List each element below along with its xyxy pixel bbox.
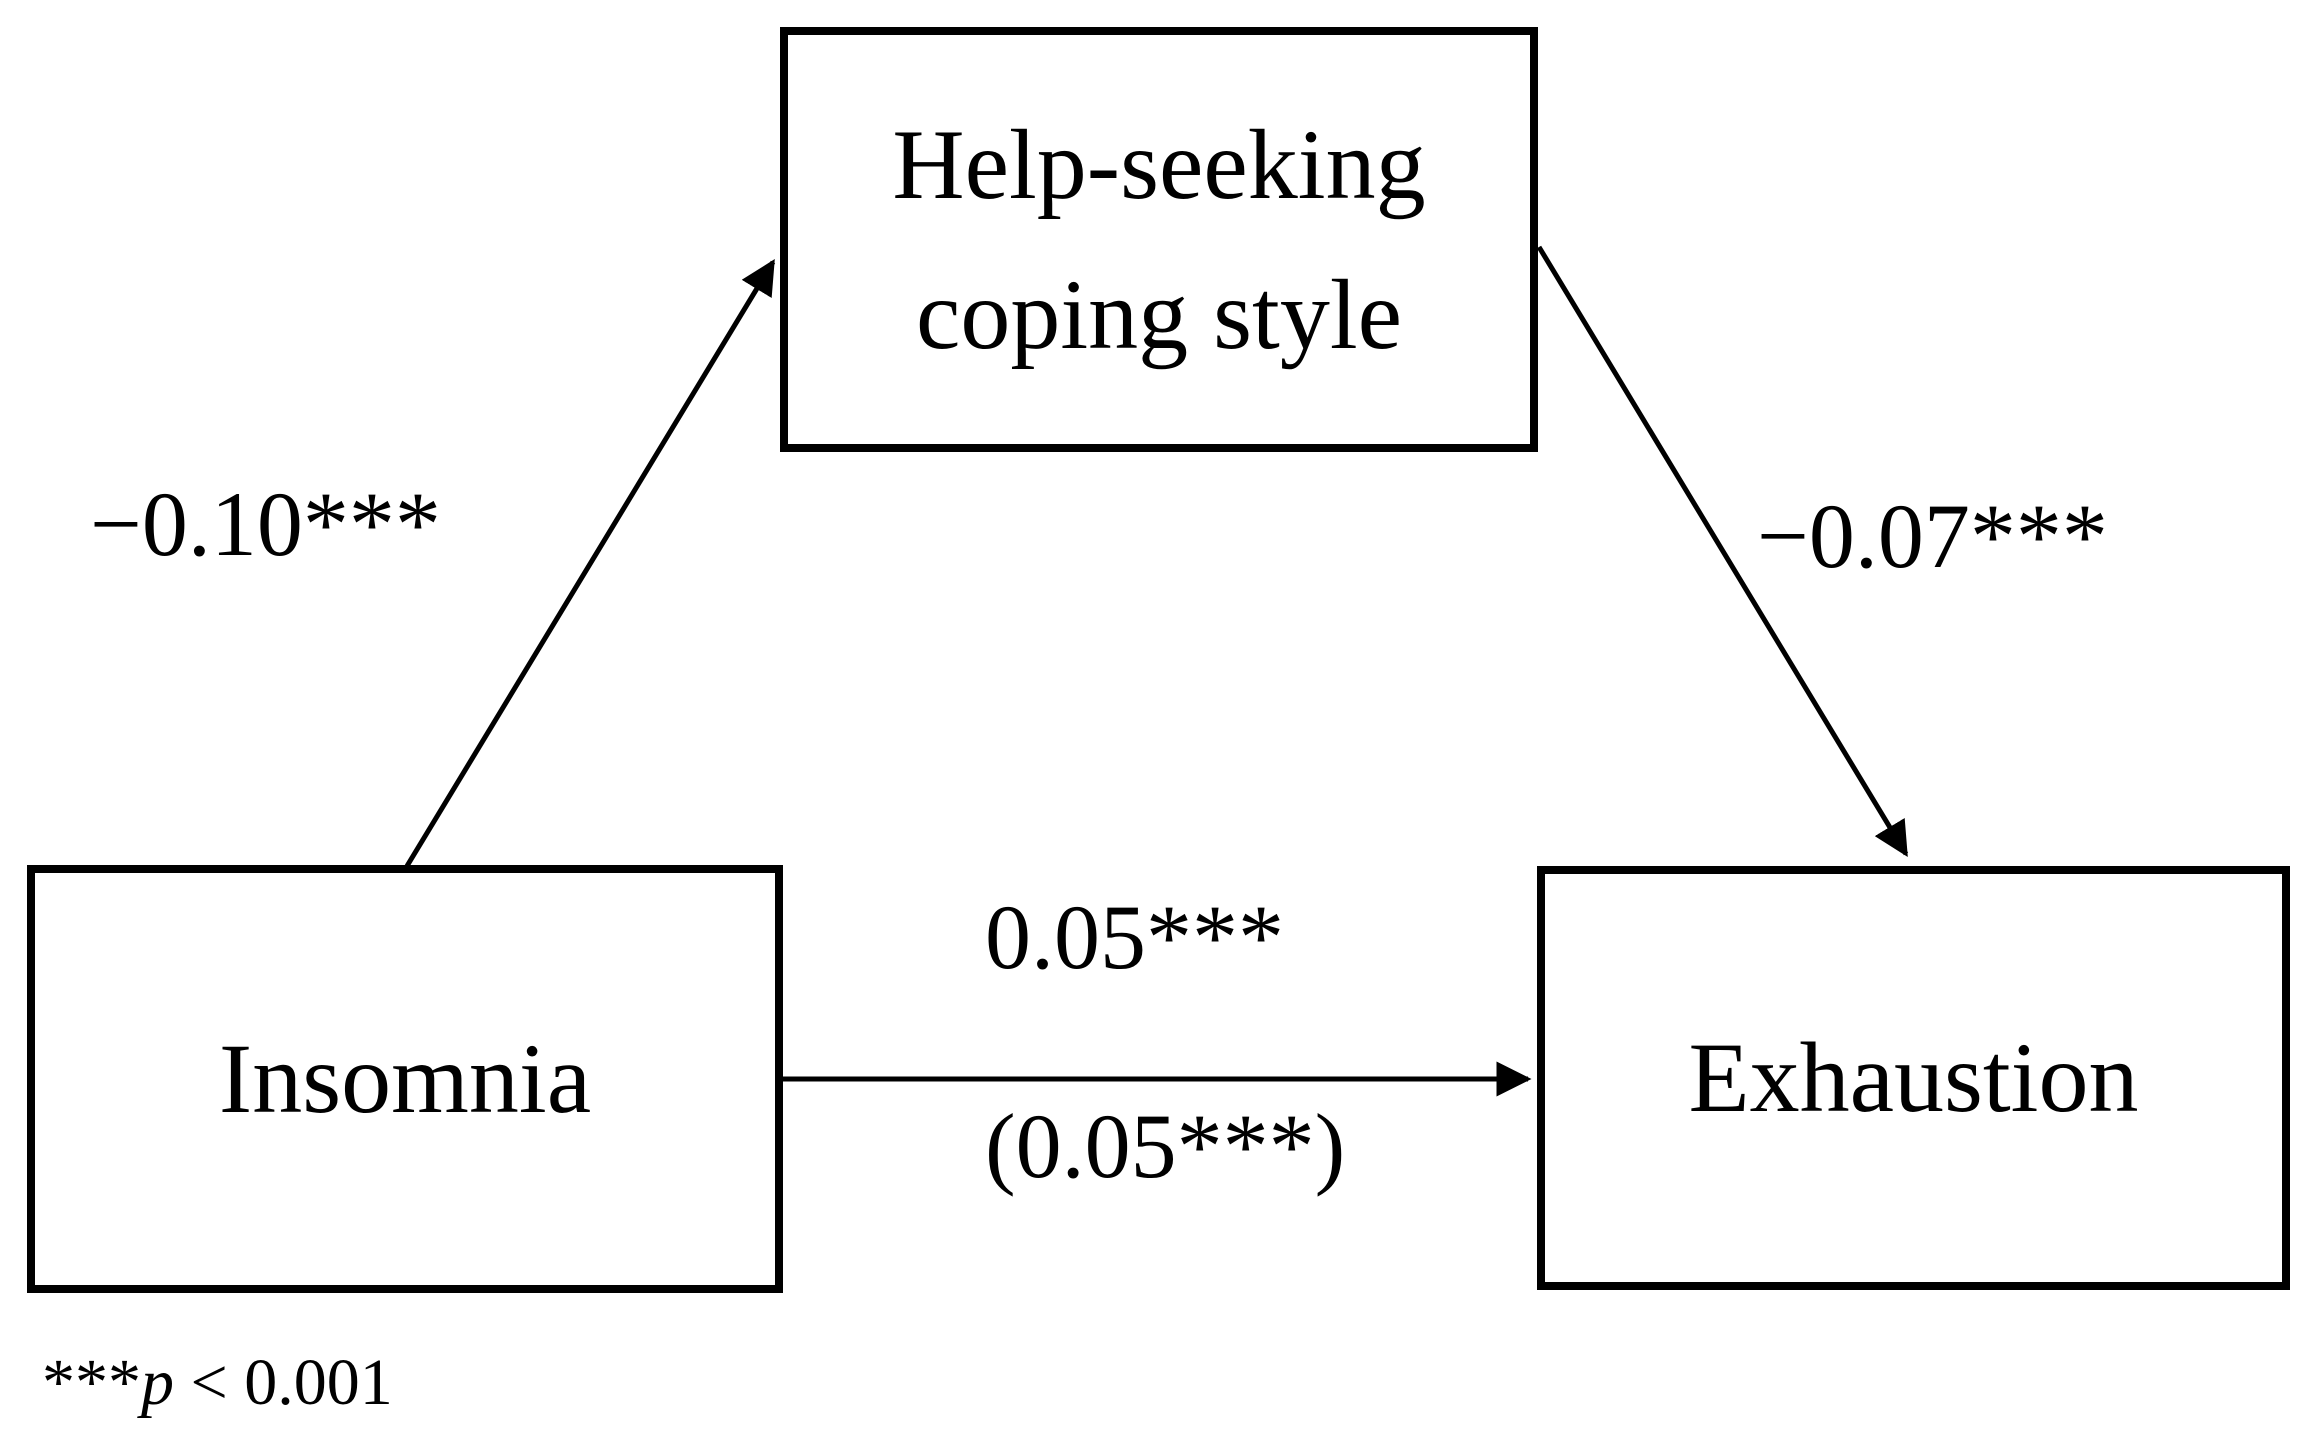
footnote-stars: *** <box>42 1346 141 1419</box>
mediator-label-line1: Help-seeking <box>892 108 1426 220</box>
predictor-box: Insomnia <box>27 865 783 1293</box>
predictor-label: Insomnia <box>218 1023 592 1134</box>
path-a-arrow <box>404 259 776 868</box>
path-b-coefficient: −0.07*** <box>1757 485 2108 587</box>
mediator-label-line2: coping style <box>915 258 1403 370</box>
total-effect-coefficient: (0.05***) <box>985 1095 1346 1197</box>
footnote-threshold: < 0.001 <box>174 1346 393 1419</box>
path-a-coefficient: −0.10*** <box>90 473 441 575</box>
footnote-p-symbol: p <box>141 1346 174 1419</box>
mediator-box: Help-seeking coping style <box>780 27 1538 452</box>
outcome-box: Exhaustion <box>1537 866 2290 1290</box>
significance-footnote: ***p < 0.001 <box>42 1350 393 1416</box>
outcome-label: Exhaustion <box>1688 1022 2139 1133</box>
path-b-arrow <box>1536 245 1909 857</box>
direct-effect-coefficient: 0.05*** <box>985 886 1284 988</box>
